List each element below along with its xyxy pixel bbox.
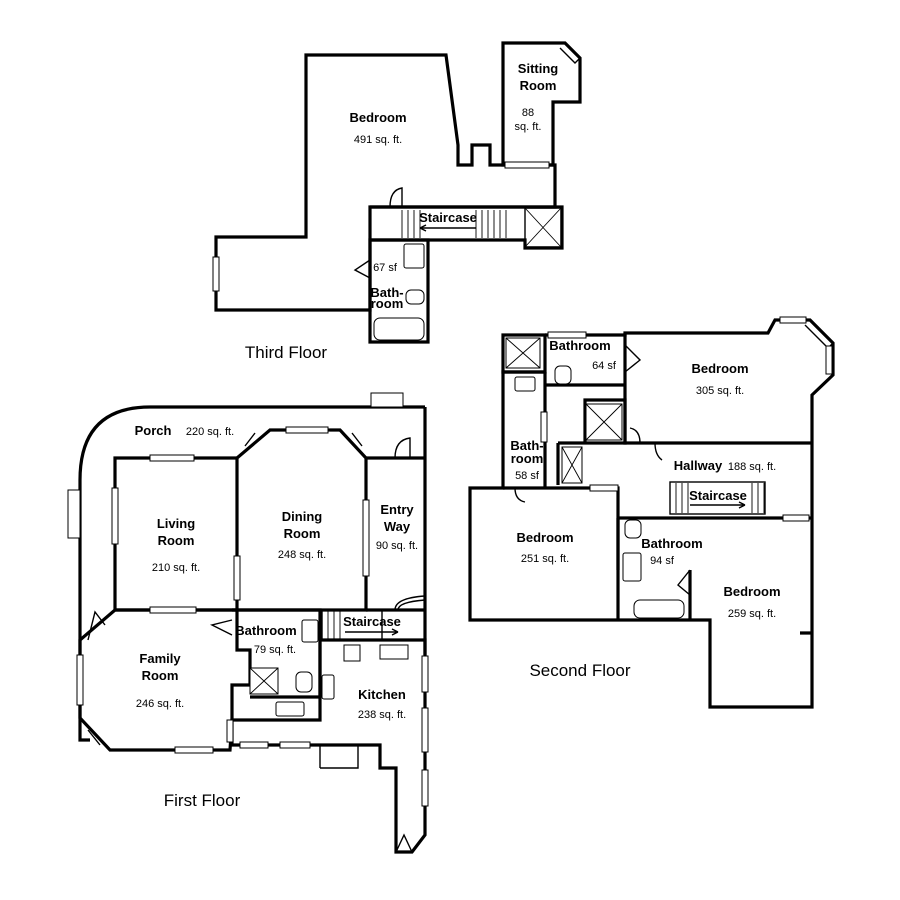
second-bath-mid-size: 94 sf bbox=[650, 555, 675, 567]
second-bedroom-w-size: 251 sq. ft. bbox=[521, 553, 569, 565]
first-stair-treads bbox=[327, 611, 341, 639]
third-bedroom-name: Bedroom bbox=[349, 110, 406, 125]
second-bath-top-size: 64 sf bbox=[592, 360, 617, 372]
sitting-room-size-2: sq. ft. bbox=[515, 121, 542, 133]
entry-way-walls bbox=[366, 456, 425, 612]
living-room-name-1: Living bbox=[157, 516, 195, 531]
kitchen-size: 238 sq. ft. bbox=[358, 709, 406, 721]
living-room-size: 210 sq. ft. bbox=[152, 562, 200, 574]
third-floor: Bedroom 491 sq. ft. Sitting Room 88 sq. … bbox=[212, 41, 582, 362]
closet-box bbox=[524, 207, 562, 248]
second-bedroom-ne-size: 305 sq. ft. bbox=[696, 385, 744, 397]
second-bedroom-w-name: Bedroom bbox=[516, 530, 573, 545]
dining-room-name-2: Room bbox=[284, 526, 321, 541]
dining-room-name-1: Dining bbox=[282, 509, 322, 524]
first-bath-size: 79 sq. ft. bbox=[254, 644, 296, 656]
family-room-size: 246 sq. ft. bbox=[136, 698, 184, 710]
hallway-size: 188 sq. ft. bbox=[728, 461, 776, 473]
second-bedroom-se-name: Bedroom bbox=[723, 584, 780, 599]
second-floor-shell bbox=[468, 318, 835, 709]
family-room-name-2: Room bbox=[142, 668, 179, 683]
sitting-room-size-1: 88 bbox=[522, 107, 534, 119]
third-floor-stair-treads bbox=[401, 210, 507, 238]
second-bath-small-size: 58 sf bbox=[515, 470, 540, 482]
second-stair-treads bbox=[675, 483, 765, 513]
first-bath-name: Bathroom bbox=[235, 623, 296, 638]
sitting-room-name-2: Room bbox=[520, 78, 557, 93]
dining-room-size: 248 sq. ft. bbox=[278, 549, 326, 561]
porch-size: 220 sq. ft. bbox=[186, 426, 234, 438]
third-floor-stair-walls bbox=[370, 205, 564, 250]
second-bath-top-name: Bathroom bbox=[549, 338, 610, 353]
second-bath-mid-name: Bathroom bbox=[641, 536, 702, 551]
kitchen-name: Kitchen bbox=[358, 687, 406, 702]
second-floor-label: Second Floor bbox=[529, 661, 630, 680]
sitting-room-name-1: Sitting bbox=[518, 61, 558, 76]
porch-name: Porch bbox=[135, 423, 172, 438]
third-bath-name-1: Bath- bbox=[370, 285, 403, 300]
third-floor-label: Third Floor bbox=[245, 343, 328, 362]
entry-way-name-1: Entry bbox=[380, 502, 414, 517]
third-bedroom-size: 491 sq. ft. bbox=[354, 134, 402, 146]
second-bath-small-name-1: Bath- bbox=[510, 438, 543, 453]
third-bath-size: 67 sf bbox=[373, 262, 398, 274]
second-bedroom-se-size: 259 sq. ft. bbox=[728, 608, 776, 620]
second-bedroom-ne-name: Bedroom bbox=[691, 361, 748, 376]
first-floor: Porch 220 sq. ft. Living Room 210 sq. ft… bbox=[67, 392, 429, 854]
entry-way-name-2: Way bbox=[384, 519, 411, 534]
second-stair-box bbox=[669, 481, 766, 515]
first-staircase-label: Staircase bbox=[343, 614, 401, 629]
entry-way-size: 90 sq. ft. bbox=[376, 540, 418, 552]
second-bath-small-name-2: room bbox=[511, 451, 544, 466]
second-staircase-label: Staircase bbox=[689, 488, 747, 503]
hallway-name: Hallway bbox=[674, 458, 723, 473]
living-room-name-2: Room bbox=[158, 533, 195, 548]
first-floor-porch-outline bbox=[78, 405, 425, 742]
third-bath-name-2: room bbox=[371, 296, 404, 311]
third-staircase-label: Staircase bbox=[419, 210, 477, 225]
first-stair-box bbox=[321, 609, 383, 641]
first-floor-label: First Floor bbox=[164, 791, 241, 810]
family-room-name-1: Family bbox=[139, 651, 181, 666]
third-floor-bath-walls bbox=[368, 238, 430, 344]
second-floor: Bathroom 64 sf Bedroom 305 sq. ft. Bath-… bbox=[468, 316, 835, 709]
